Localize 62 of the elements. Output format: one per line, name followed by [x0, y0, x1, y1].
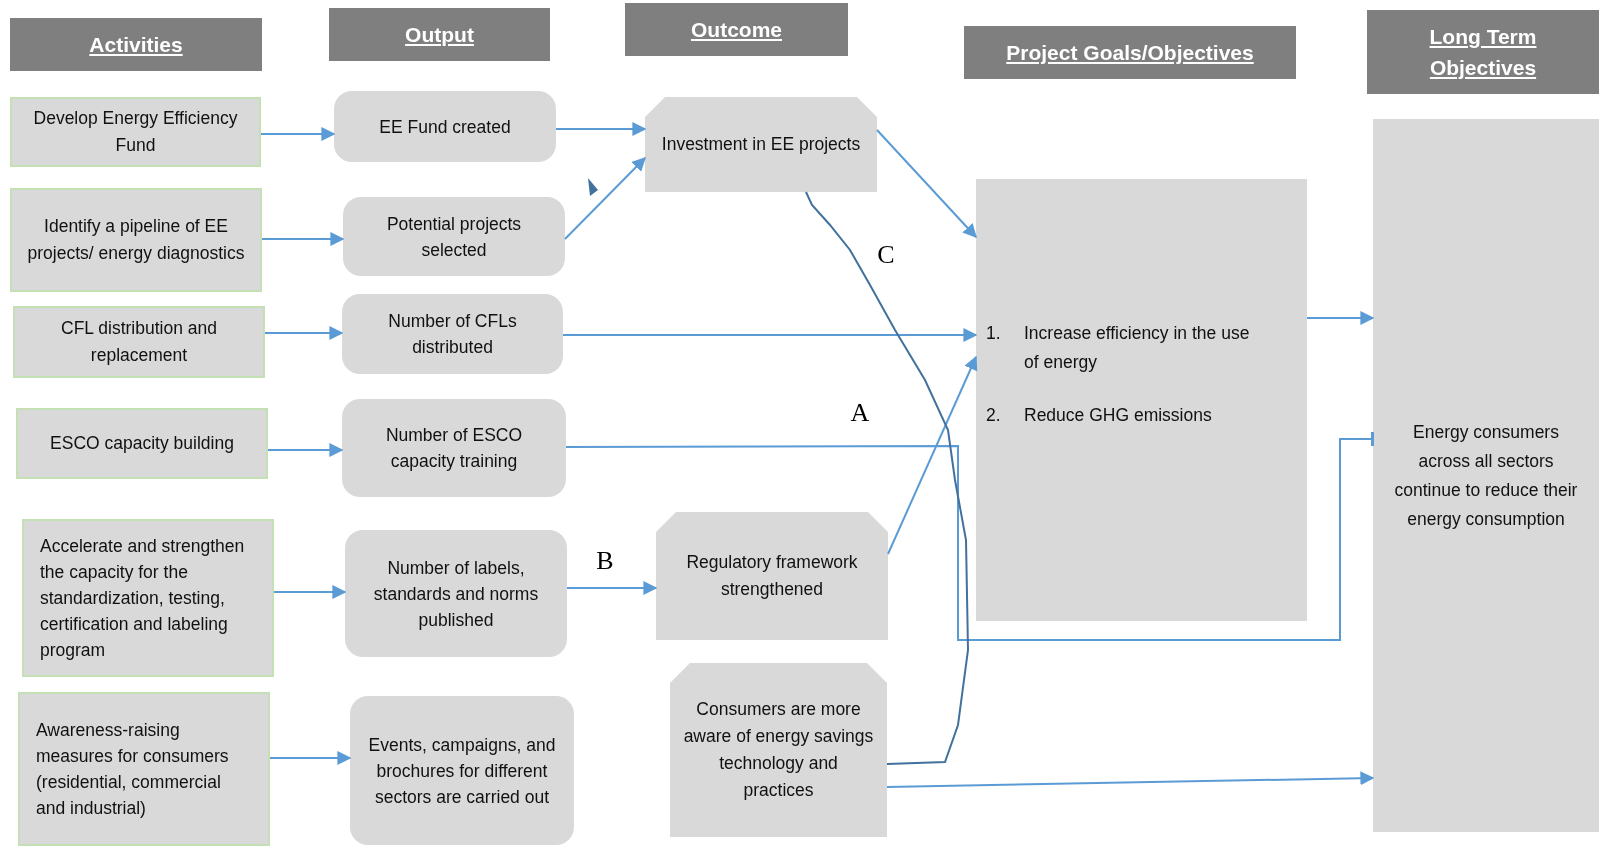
node-text: Identify a pipeline of EE projects/ energy diagnostics [26, 215, 246, 265]
connector-line [805, 191, 969, 765]
arrow [261, 232, 345, 246]
activity-box [16, 408, 268, 479]
node-text: Long Term Objectives [1428, 24, 1538, 81]
output-box [343, 197, 565, 276]
arrow [886, 771, 1375, 788]
arrow [564, 157, 646, 240]
arrow [876, 129, 977, 239]
node-text: Energy consumers across all sectors continue to reduce their energy consumption [1393, 420, 1579, 531]
arrow [555, 122, 647, 136]
outcome-box [656, 512, 888, 640]
node-text: Potential projects selected [385, 212, 523, 262]
arrow [273, 585, 347, 599]
node-text: EE Fund created [379, 115, 511, 139]
column-header [625, 3, 848, 56]
output-box [334, 91, 556, 162]
activity-box [18, 692, 270, 846]
node-text: Awareness-raising measures for consumers (residential, commercial and industrial) [36, 719, 230, 820]
column-header [10, 18, 262, 71]
node-text: Outcome [691, 17, 782, 43]
outcome-box [670, 663, 887, 837]
goal-text: Reduce GHG emissions [1024, 404, 1213, 427]
node-text: Number of ESCO capacity training [384, 424, 524, 473]
node-text: Number of labels, standards and norms published [372, 556, 540, 632]
column-header [964, 26, 1296, 79]
output-box [342, 399, 566, 497]
node-text: Investment in EE projects [661, 133, 861, 156]
arrow [562, 328, 978, 342]
list-number: 2. [985, 404, 1002, 427]
activity-box [13, 306, 265, 378]
node-text: Regulatory framework strengthened [685, 551, 859, 601]
node-text: Output [405, 22, 474, 48]
column-header [329, 8, 550, 61]
node-text: ESCO capacity building [50, 432, 234, 455]
activity-box [22, 519, 274, 677]
arrow [1306, 311, 1375, 325]
output-box [342, 294, 563, 374]
arrow [566, 581, 658, 595]
node-text: Number of CFLs distributed [387, 310, 518, 359]
node-text: CFL distribution and replacement [60, 317, 218, 367]
list-number: 1. [985, 322, 1002, 345]
node-text: Consumers are more aware of energy savings technology and practices [682, 698, 875, 802]
goal-text: Increase efficiency in the use of energy [1024, 322, 1251, 374]
arrow [269, 751, 352, 765]
node-text: Events, campaigns, and brochures for different sectors are carried out [367, 733, 557, 809]
output-box [345, 530, 567, 657]
node-text: Activities [89, 32, 183, 58]
activity-box [10, 188, 262, 292]
activity-box [10, 97, 261, 167]
goals-box [976, 179, 1307, 621]
outcome-box [645, 97, 877, 192]
arrow [260, 127, 336, 141]
long-term-box [1373, 119, 1599, 832]
node-text: Develop Energy Efficiency Fund [32, 107, 239, 157]
output-box [350, 696, 574, 845]
arrow [264, 326, 344, 340]
arrow [267, 443, 344, 457]
node-text: Accelerate and strengthen the capacity for the standardization, testing, certification and labeling program [40, 535, 246, 662]
column-header [1367, 10, 1599, 94]
node-text: Project Goals/Objectives [1006, 40, 1254, 66]
arrow [887, 355, 978, 555]
